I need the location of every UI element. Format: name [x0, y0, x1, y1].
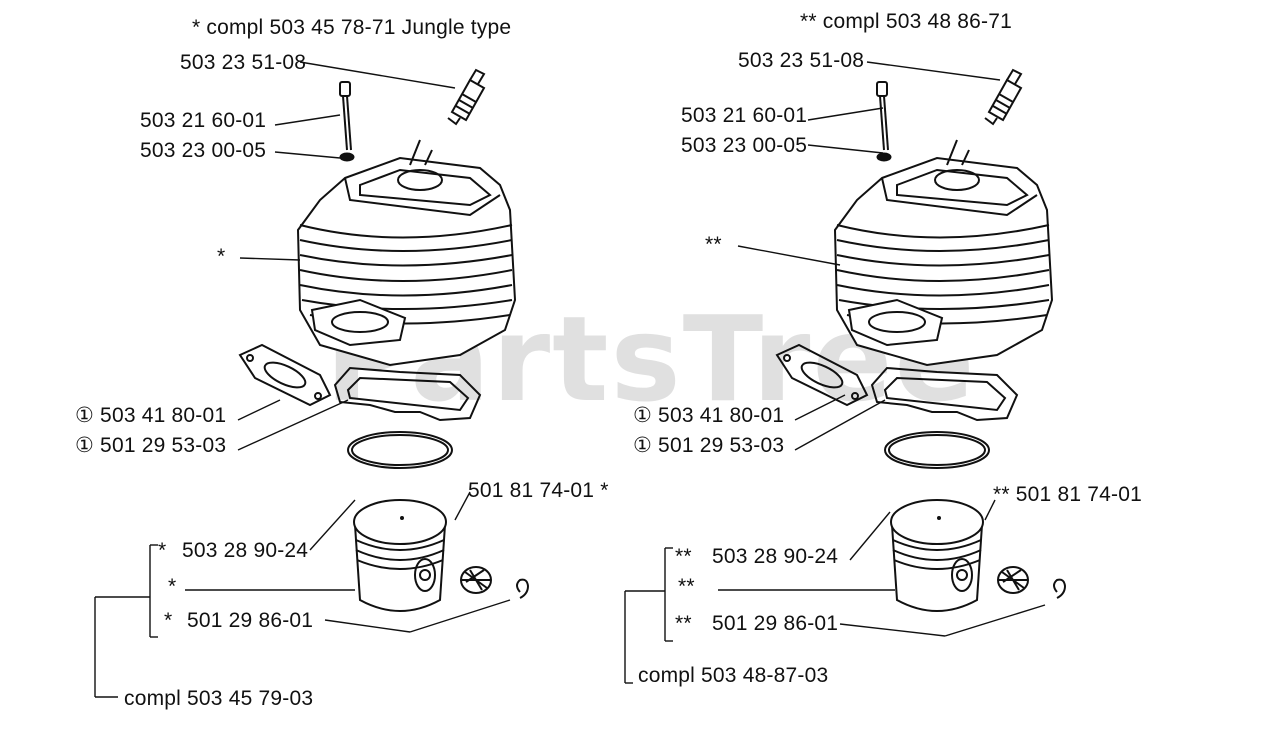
left-header-label: * compl 503 45 78-71 Jungle type	[192, 16, 512, 39]
left-bearing-label: 501 81 74-01 *	[468, 479, 609, 502]
right-compl-label: compl 503 48-87-03	[638, 664, 829, 687]
left-gasket1-label: ① 503 41 80-01	[75, 404, 227, 427]
right-gasket2-label: ① 501 29 53-03	[633, 434, 785, 457]
leader-lines-right	[624, 61, 1046, 684]
right-piston-label: 503 28 90-24	[712, 545, 839, 568]
left-cylinder-label: *	[217, 245, 226, 268]
left-pin-label: 501 29 86-01	[187, 609, 314, 632]
right-screw-label: 503 21 60-01	[681, 104, 808, 127]
right-spark-plug-label: 503 23 51-08	[738, 49, 865, 72]
left-piston-label: 503 28 90-24	[182, 539, 309, 562]
left-pin-star: *	[164, 609, 173, 632]
leader-lines-left	[94, 61, 511, 698]
left-compl-label: compl 503 45 79-03	[124, 687, 314, 710]
left-gasket2-label: ① 501 29 53-03	[75, 434, 227, 457]
right-gasket1-label: ① 503 41 80-01	[633, 404, 785, 427]
right-piston-star: **	[675, 545, 692, 568]
left-spark-plug-label: 503 23 51-08	[180, 51, 307, 74]
right-cylinder-label: **	[705, 233, 722, 256]
right-washer-label: 503 23 00-05	[681, 134, 808, 157]
left-ring-star: *	[168, 575, 177, 598]
right-pin-star: **	[675, 612, 692, 635]
left-piston-star: *	[158, 539, 167, 562]
left-screw-label: 503 21 60-01	[140, 109, 267, 132]
left-washer-label: 503 23 00-05	[140, 139, 267, 162]
right-bearing-label: ** 501 81 74-01	[993, 483, 1142, 506]
right-header-label: ** compl 503 48 86-71	[800, 10, 1013, 33]
right-ring-star: **	[678, 575, 695, 598]
right-pin-label: 501 29 86-01	[712, 612, 839, 635]
